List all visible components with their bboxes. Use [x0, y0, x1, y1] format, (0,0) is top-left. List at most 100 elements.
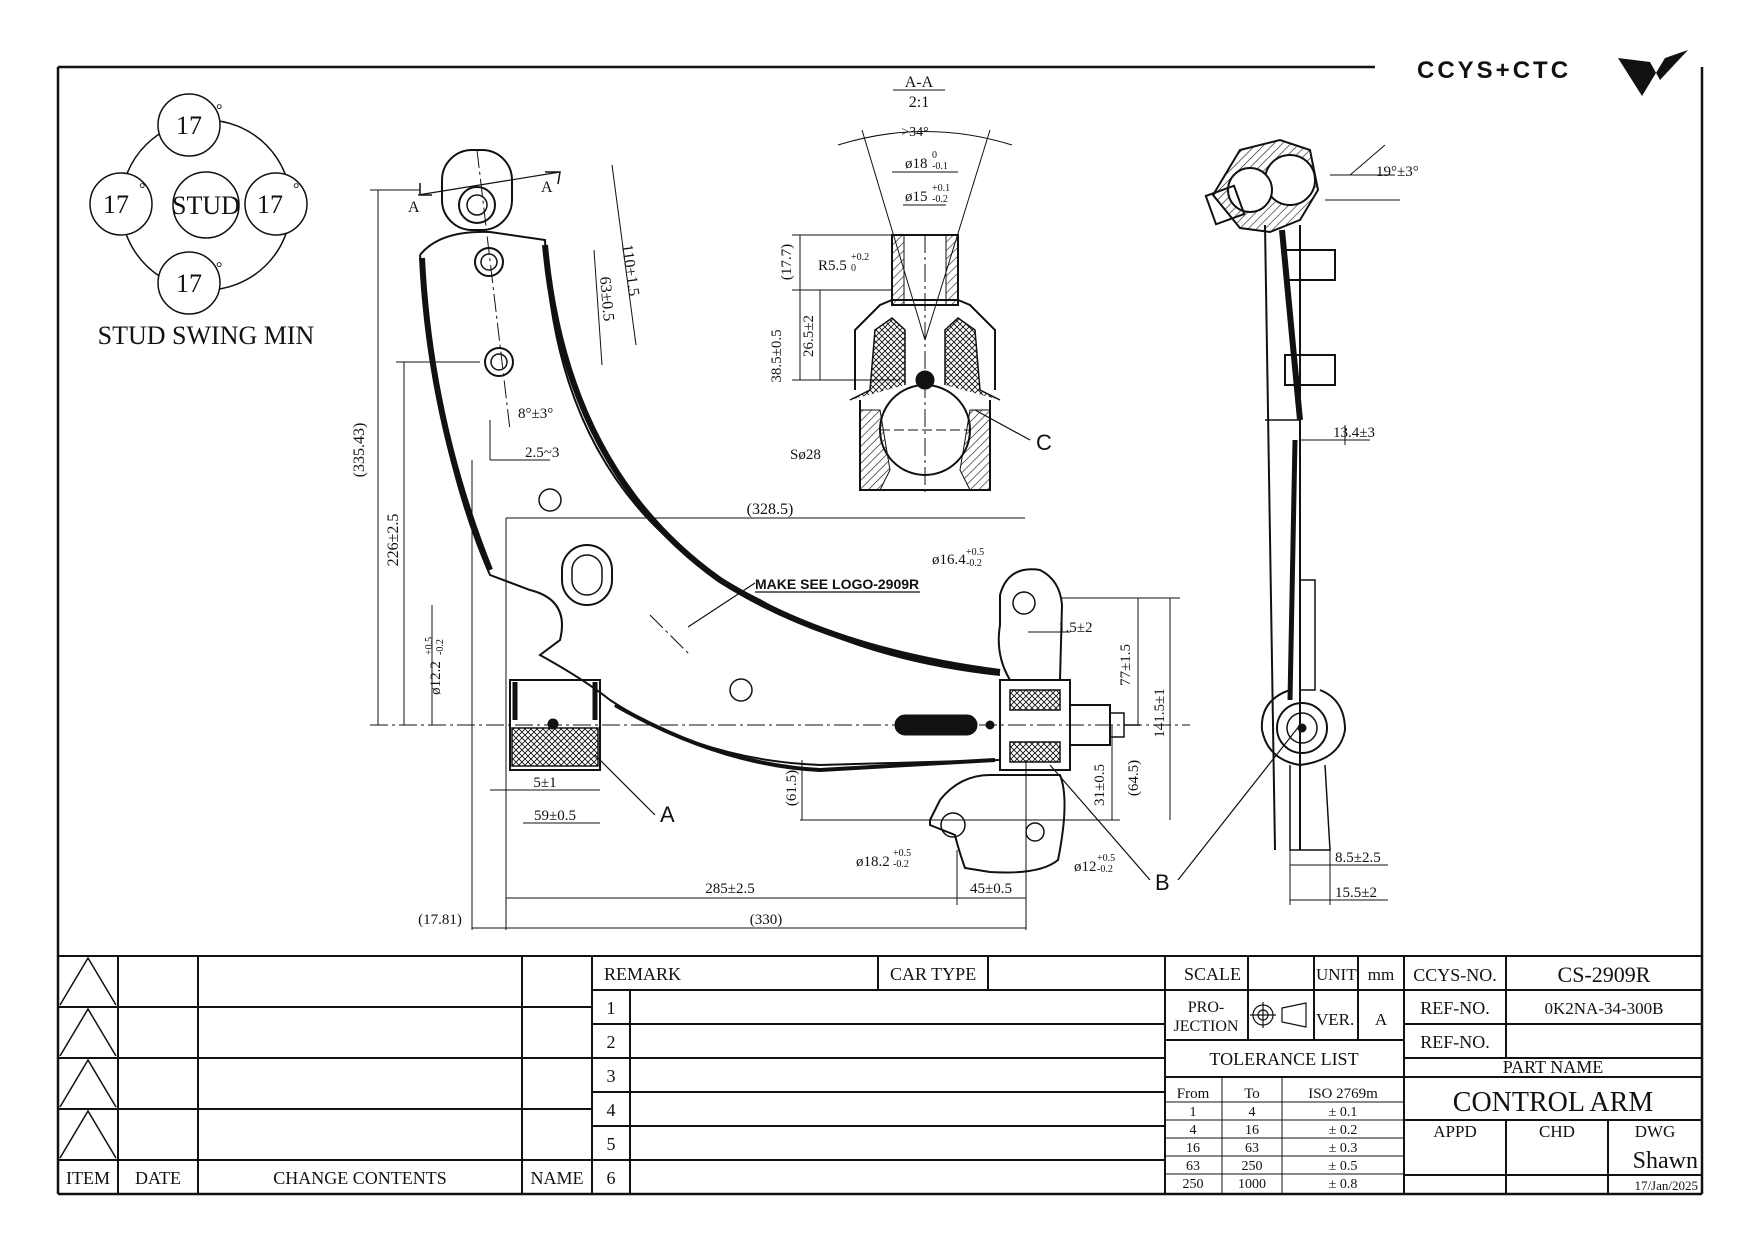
logo-text: CCYS+CTC	[1417, 57, 1571, 84]
dim-17-7: (17.7)	[779, 244, 795, 280]
section-mark-left: A	[408, 199, 420, 216]
swing-angle-top: 17	[176, 111, 202, 140]
main-dimension-text: 110±1.5 63±0.5 (335.43) 226±2.5 ø12.2 +0…	[351, 243, 1168, 928]
dim-15-group: ø15 +0.1 -0.2	[905, 183, 950, 205]
dim-8-deg: 8°±3°	[518, 406, 553, 422]
dim-12b-group: ø12 +0.5 -0.2	[1074, 853, 1115, 875]
main-dimension-lines	[370, 164, 1180, 930]
scale-label: SCALE	[1184, 964, 1241, 984]
drawn-by: Shawn	[1633, 1148, 1698, 1174]
dim-26: 26.5±2	[801, 315, 817, 357]
appd-label: APPD	[1433, 1122, 1476, 1141]
tol-to: 16	[1245, 1123, 1259, 1138]
make-logo-note: MAKE SEE LOGO-2909R	[687, 576, 920, 628]
dim-s28: Sø28	[790, 447, 821, 463]
tol-value: ± 0.2	[1329, 1123, 1358, 1138]
degree-mark: °	[216, 102, 222, 119]
swing-angle-bottom: 17	[176, 269, 202, 298]
tol-header-iso: ISO 2769m	[1308, 1086, 1378, 1102]
section-a-a-text: A-A 2:1 >34° ø18 0 -0.1 ø15 +0.1 -0.2 (1…	[769, 74, 950, 463]
dim-13-4: 13.4±3	[1333, 425, 1375, 441]
revision-triangles	[59, 956, 117, 1159]
tol-from: 16	[1186, 1141, 1200, 1156]
dim-12-2: ø12.2	[428, 661, 444, 695]
projection-label-1: PRO-	[1188, 999, 1224, 1016]
tol-to: 1000	[1238, 1177, 1266, 1192]
ccys-label: CCYS-NO.	[1413, 965, 1497, 985]
header-change-contents: CHANGE CONTENTS	[273, 1168, 447, 1188]
dim-16-4-group: ø16.4 +0.5 -0.2	[932, 547, 984, 569]
stud-swing-title: STUD SWING MIN	[98, 321, 315, 350]
dim-38: 38.5±0.5	[769, 329, 785, 382]
dim-5: 5±1	[533, 775, 556, 791]
remark-row-1: 1	[607, 998, 616, 1018]
dim-12b: ø12	[1074, 859, 1097, 875]
remark-row-2: 2	[607, 1032, 616, 1052]
dim-15: ø15	[905, 189, 928, 205]
company-logo: CCYS+CTC	[1417, 50, 1688, 96]
dim-110: 110±1.5	[618, 243, 642, 297]
section-mark-right: A	[541, 179, 553, 196]
projection-label-2: JECTION	[1174, 1018, 1239, 1035]
dim-r5-tol-bot: 0	[851, 263, 856, 274]
dim-226: 226±2.5	[385, 514, 402, 567]
dim-18-2-tol-bot: -0.2	[893, 859, 909, 870]
dim-12-2-tol-bot: -0.2	[435, 639, 446, 655]
projection-symbol-icon	[1250, 1002, 1307, 1028]
tol-from: 1	[1190, 1105, 1197, 1120]
dim-141: 141.5±1	[1152, 688, 1168, 737]
dim-18-tol-bot: -0.1	[932, 161, 948, 172]
dim-34-deg: >34°	[901, 125, 929, 140]
dim-12b-tol-bot: -0.2	[1097, 864, 1113, 875]
header-date: DATE	[135, 1168, 181, 1188]
swing-angle-left: 17	[103, 190, 129, 219]
side-view-text: 19°±3° 13.4±3 8.5±2.5 15.5±2	[1333, 164, 1419, 901]
part-name-label: PART NAME	[1503, 1057, 1603, 1077]
car-type-label: CAR TYPE	[890, 964, 976, 984]
dim-r5: R5.5	[818, 258, 847, 274]
dim-17-81: (17.81)	[418, 912, 462, 928]
dim-18: ø18	[905, 156, 928, 172]
tol-header-to: To	[1244, 1086, 1260, 1102]
dim-16-4: ø16.4	[932, 552, 966, 568]
dim-r5-tol-top: +0.2	[851, 252, 869, 263]
dim-285: 285±2.5	[705, 881, 754, 897]
tol-to: 250	[1242, 1159, 1263, 1174]
remark-row-3: 3	[607, 1066, 616, 1086]
drawing-date: 17/Jan/2025	[1634, 1178, 1698, 1193]
tolerance-title: TOLERANCE LIST	[1209, 1049, 1358, 1069]
dim-31: 31±0.5	[1092, 764, 1108, 806]
header-name: NAME	[531, 1168, 584, 1188]
callout-c: C	[1036, 430, 1052, 455]
ref-label: REF-NO.	[1420, 998, 1490, 1018]
ccys-value: CS-2909R	[1558, 962, 1651, 987]
stud-circle	[172, 171, 240, 239]
tol-to: 63	[1245, 1141, 1259, 1156]
dim-18-2-tol-top: +0.5	[893, 848, 911, 859]
stud-label: STUD	[172, 191, 240, 220]
part-name: CONTROL ARM	[1453, 1087, 1654, 1118]
side-view	[1204, 138, 1400, 905]
degree-mark: °	[293, 181, 299, 198]
dim-64: (64.5)	[1126, 760, 1142, 796]
dim-12-2-tol-top: +0.5	[424, 637, 435, 655]
tol-from: 4	[1190, 1123, 1197, 1138]
logo-mark	[1618, 50, 1688, 96]
dim-12-2-group: ø12.2 +0.5 -0.2	[424, 637, 446, 695]
dwg-label: DWG	[1635, 1122, 1676, 1141]
callout-b: B	[1155, 870, 1170, 895]
dim-328: (328.5)	[747, 501, 794, 518]
header-item: ITEM	[66, 1168, 110, 1188]
ref-label-2: REF-NO.	[1420, 1032, 1490, 1052]
tol-from: 250	[1183, 1177, 1204, 1192]
section-a-a-view	[792, 89, 1013, 495]
remark-row-6: 6	[607, 1168, 616, 1188]
dim-15-tol-bot: -0.2	[932, 194, 948, 205]
dim-15-5: 15.5±2	[1335, 885, 1377, 901]
dim-8-5: 8.5±2.5	[1335, 850, 1381, 866]
dim-18-2: ø18.2	[856, 854, 890, 870]
section-scale: 2:1	[909, 94, 929, 111]
tol-value: ± 0.1	[1329, 1105, 1358, 1120]
dim-16-4-tol-top: +0.5	[966, 547, 984, 558]
